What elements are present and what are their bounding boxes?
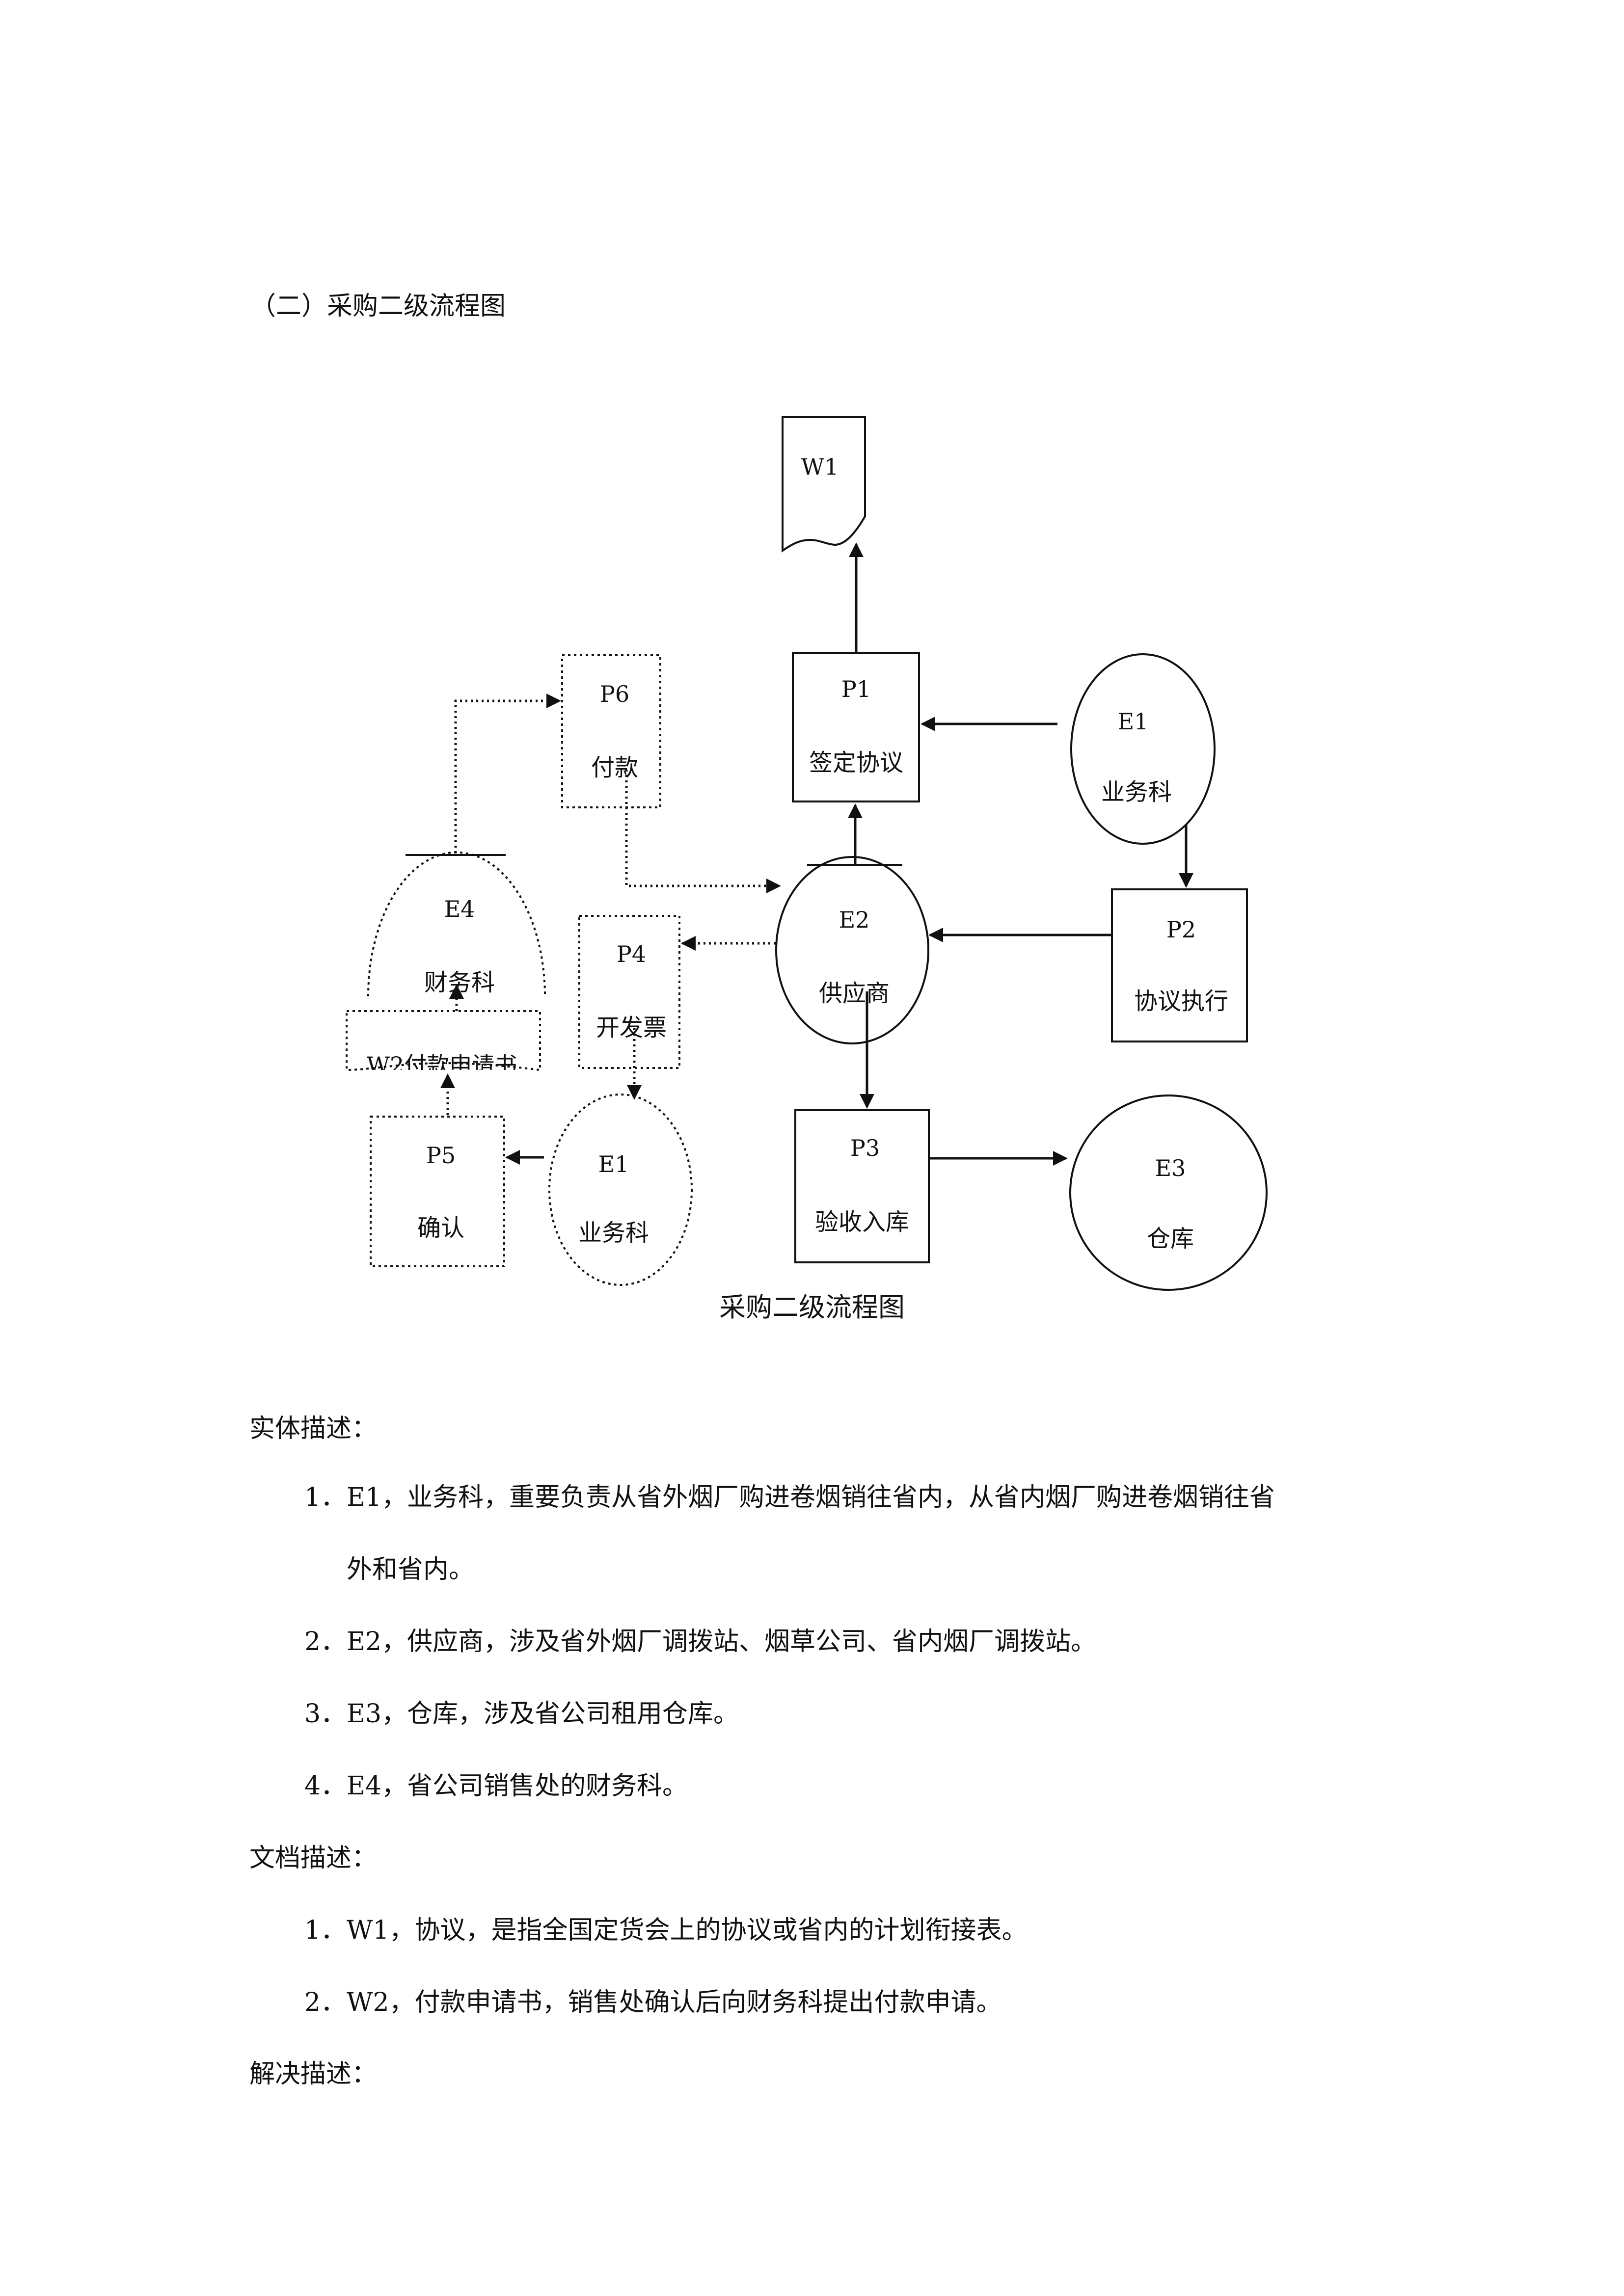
section-heading: （二）采购二级流程图 [250, 292, 506, 321]
e1-top-label: 业务科 [1101, 778, 1172, 806]
entity-item-3-num: 3． [304, 1699, 347, 1729]
e2-id: E2 [839, 907, 870, 933]
p4-id: P4 [617, 941, 646, 967]
arrow-e4-to-p6 [454, 694, 561, 853]
p6-id: P6 [600, 681, 629, 707]
solution-section-title: 解决描述： [249, 2059, 378, 2089]
solid-arrows [505, 542, 1193, 1166]
p6-process: P6 付款 [561, 654, 661, 808]
e4-id: E4 [444, 896, 475, 922]
w1-document: W1 [782, 416, 866, 553]
p6-label: 付款 [591, 754, 638, 781]
p5-process: P5 确认 [370, 1116, 505, 1267]
entity-item-1-line2: 外和省内。 [347, 1555, 475, 1584]
arrow-p6-to-e2 [625, 770, 781, 893]
entity-item-1-line1: E1，业务科，重要负责从省外烟厂购进卷烟销往省内，从省内烟厂购进卷烟销往省 [347, 1483, 1275, 1512]
entity-item-3-line1: E3，仓库，涉及省公司租用仓库。 [347, 1699, 739, 1729]
p1-id: P1 [841, 676, 871, 702]
w2-label: W2付款申请书 [367, 1052, 517, 1078]
e3-label: 仓库 [1147, 1225, 1194, 1253]
p5-label: 确认 [417, 1214, 464, 1242]
dotted-arrows [440, 694, 781, 1115]
e3-id: E3 [1155, 1155, 1186, 1181]
e4-entity: E4 财务科 [367, 851, 546, 997]
e1-bottom-label: 业务科 [578, 1219, 649, 1247]
e4-label: 财务科 [424, 969, 495, 996]
p3-id: P3 [850, 1135, 880, 1161]
document-section-title: 文档描述： [249, 1843, 378, 1873]
w1-id: W1 [801, 454, 839, 480]
entity-item-2-num: 2． [304, 1627, 347, 1656]
w2-document: W2付款申请书 [346, 1010, 541, 1078]
e3-entity: E3 仓库 [1069, 1095, 1268, 1291]
e2-label: 供应商 [819, 980, 890, 1007]
document-item-2-num: 2． [304, 1988, 347, 2017]
e1-bottom-entity: E1 业务科 [548, 1094, 693, 1286]
p4-label: 开发票 [596, 1014, 667, 1041]
document-item-1-line1: W1，协议，是指全国定货会上的协议或省内的计划衔接表。 [347, 1916, 1028, 1945]
p3-label: 验收入库 [815, 1208, 909, 1236]
p2-label: 协议执行 [1134, 988, 1228, 1015]
diagram-caption: 采购二级流程图 [719, 1292, 905, 1323]
entity-item-2-line1: E2，供应商，涉及省外烟厂调拨站、烟草公司、省内烟厂调拨站。 [347, 1627, 1097, 1656]
e2-entity: E2 供应商 [775, 856, 929, 1044]
document-item-1-num: 1． [304, 1916, 347, 1945]
p4-process: P4 开发票 [578, 915, 680, 1069]
document-item-2-line1: W2，付款申请书，销售处确认后向财务科提出付款申请。 [347, 1988, 1002, 2017]
p3-process: P3 验收入库 [794, 1109, 930, 1263]
p1-process: P1 签定协议 [792, 652, 920, 802]
p5-id: P5 [426, 1142, 456, 1169]
p2-id: P2 [1166, 916, 1196, 943]
entity-item-1-num: 1． [304, 1483, 347, 1512]
entity-section-title: 实体描述： [249, 1414, 378, 1443]
e1-top-id: E1 [1118, 708, 1149, 735]
p1-label: 签定协议 [809, 749, 903, 776]
p2-process: P2 协议执行 [1111, 888, 1248, 1042]
e1-bottom-id: E1 [598, 1151, 629, 1177]
e1-top-entity: E1 业务科 [1070, 653, 1216, 845]
entity-item-4-line1: E4，省公司销售处的财务科。 [347, 1771, 688, 1801]
entity-item-4-num: 4． [304, 1771, 347, 1801]
